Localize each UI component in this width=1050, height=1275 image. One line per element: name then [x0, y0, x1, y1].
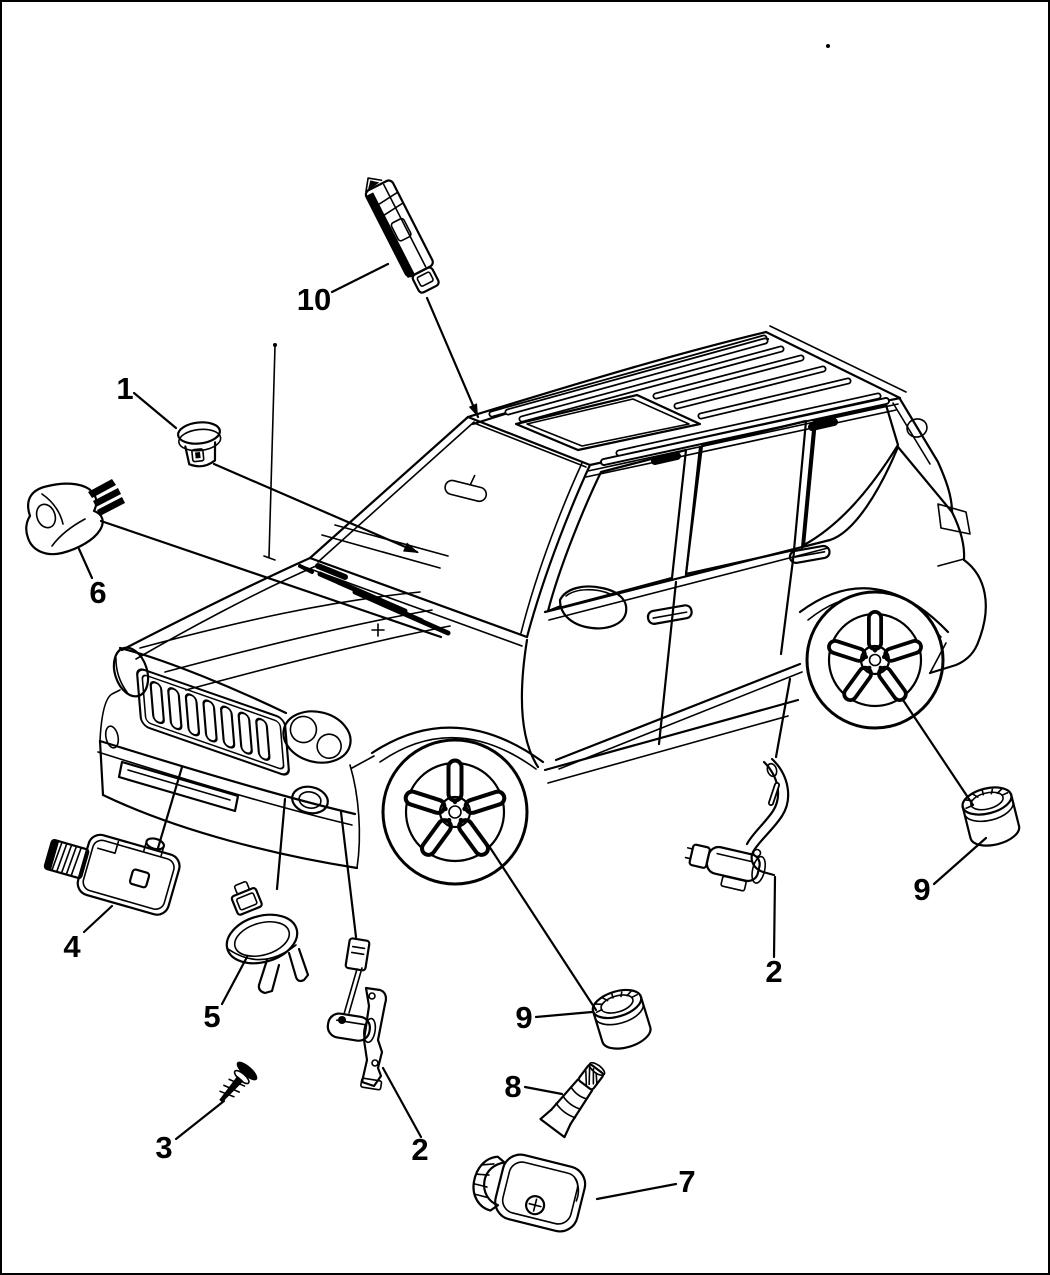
fog-lamp	[291, 785, 329, 815]
marker-lamp	[104, 725, 120, 749]
leader-callout-10-to-part	[330, 262, 390, 294]
rear-end	[928, 503, 987, 675]
quarter-window	[802, 403, 900, 547]
roof	[466, 325, 907, 478]
callout-label-10: 10	[297, 282, 331, 317]
leader-part-1-to-vehicle	[212, 462, 419, 554]
leader-callout-4-to-part	[82, 904, 114, 934]
part-8-valve-stem-drawing	[539, 1061, 606, 1139]
callout-label-4: 4	[63, 929, 81, 964]
part-2-rear-height-sensor-drawing	[684, 757, 790, 892]
part-7-tire-pressure-sensor-drawing	[472, 1153, 587, 1233]
leader-part-2-front-to-vehicle	[339, 810, 358, 939]
leader-callout-7-to-part	[595, 1182, 678, 1201]
front-wheel-spokes	[403, 758, 507, 857]
part-3-pushpin-clip-drawing	[219, 1061, 258, 1103]
part-5-sensor-drawing	[225, 880, 310, 995]
part-drawings	[25, 177, 1024, 1233]
callout-label-5: 5	[203, 999, 220, 1034]
part-4-control-module-drawing	[43, 833, 181, 916]
leader-callout-1-to-part	[132, 391, 178, 430]
front-bumper	[97, 689, 375, 870]
part-1-ambient-temp-sensor-drawing	[176, 421, 222, 468]
leader-callout-9-front-to-part	[534, 1010, 594, 1019]
leader-callout-9-rear-to-part	[932, 836, 988, 886]
sunroof	[514, 393, 702, 452]
taillamp	[937, 503, 971, 535]
front-wheel	[370, 726, 545, 886]
leader-callout-2-front-to-part	[381, 1066, 423, 1139]
callout-label-6: 6	[89, 575, 106, 610]
leader-arrowhead-10	[468, 403, 478, 417]
part-10-rain-sensor-module-drawing	[364, 177, 440, 294]
side-mirror	[544, 585, 628, 630]
callout-label-7: 7	[678, 1164, 695, 1199]
grille	[136, 668, 290, 776]
callout-labels: 1 2 2 3 4 5 6 7 8 9 9 10	[63, 282, 930, 1199]
rear-door-window	[684, 419, 808, 576]
callout-label-2-rear: 2	[765, 954, 782, 989]
rear-wheel-spokes	[827, 610, 923, 702]
leader-callout-8-to-part	[523, 1085, 564, 1096]
leader-part-9-front-to-wheel	[487, 844, 598, 1012]
front-door-handle	[646, 604, 693, 625]
leader-part-4-to-vehicle	[156, 765, 184, 850]
interior-mirror	[444, 474, 488, 503]
callout-label-1: 1	[116, 371, 133, 406]
leader-arrowhead-1	[403, 542, 419, 553]
callout-label-3: 3	[155, 1130, 172, 1165]
leader-callout-6-to-part	[77, 547, 94, 580]
hood	[118, 556, 451, 715]
part-6-switch-drawing	[25, 479, 125, 556]
roof-ribs	[504, 337, 882, 457]
leader-callout-3-to-part	[174, 1099, 226, 1141]
callout-label-9-rear-wheel: 9	[913, 872, 930, 907]
leader-part-5-to-vehicle	[275, 797, 287, 891]
fuel-door	[906, 418, 928, 438]
body-side	[520, 397, 954, 784]
part-9-valve-cap-rear-drawing	[958, 781, 1024, 852]
leader-callout-5-to-part	[220, 955, 249, 1006]
vehicle-line-drawing	[97, 325, 987, 886]
bumper-intake	[117, 760, 240, 813]
callout-label-8: 8	[504, 1069, 521, 1104]
leader-part-2-rear-to-vehicle	[774, 677, 792, 759]
leader-part-6-to-vehicle	[99, 519, 443, 639]
part-2-front-height-sensor-drawing	[326, 937, 388, 1091]
front-door-window	[546, 448, 688, 613]
antenna	[263, 343, 277, 561]
print-speck	[826, 44, 830, 48]
rear-wheel	[798, 587, 950, 730]
leader-callout-2-rear-to-part	[772, 875, 777, 959]
leader-part-9-rear-to-wheel	[901, 698, 975, 807]
leader-lines	[77, 262, 988, 1201]
front-fascia	[97, 646, 375, 870]
right-headlamp	[282, 710, 352, 764]
rear-door-handle	[788, 544, 831, 564]
part-9-valve-cap-front-drawing	[588, 983, 656, 1055]
leader-part-10-to-vehicle	[425, 296, 480, 419]
callout-label-9-front-wheel: 9	[515, 1000, 532, 1035]
callout-label-2-front: 2	[411, 1132, 428, 1167]
